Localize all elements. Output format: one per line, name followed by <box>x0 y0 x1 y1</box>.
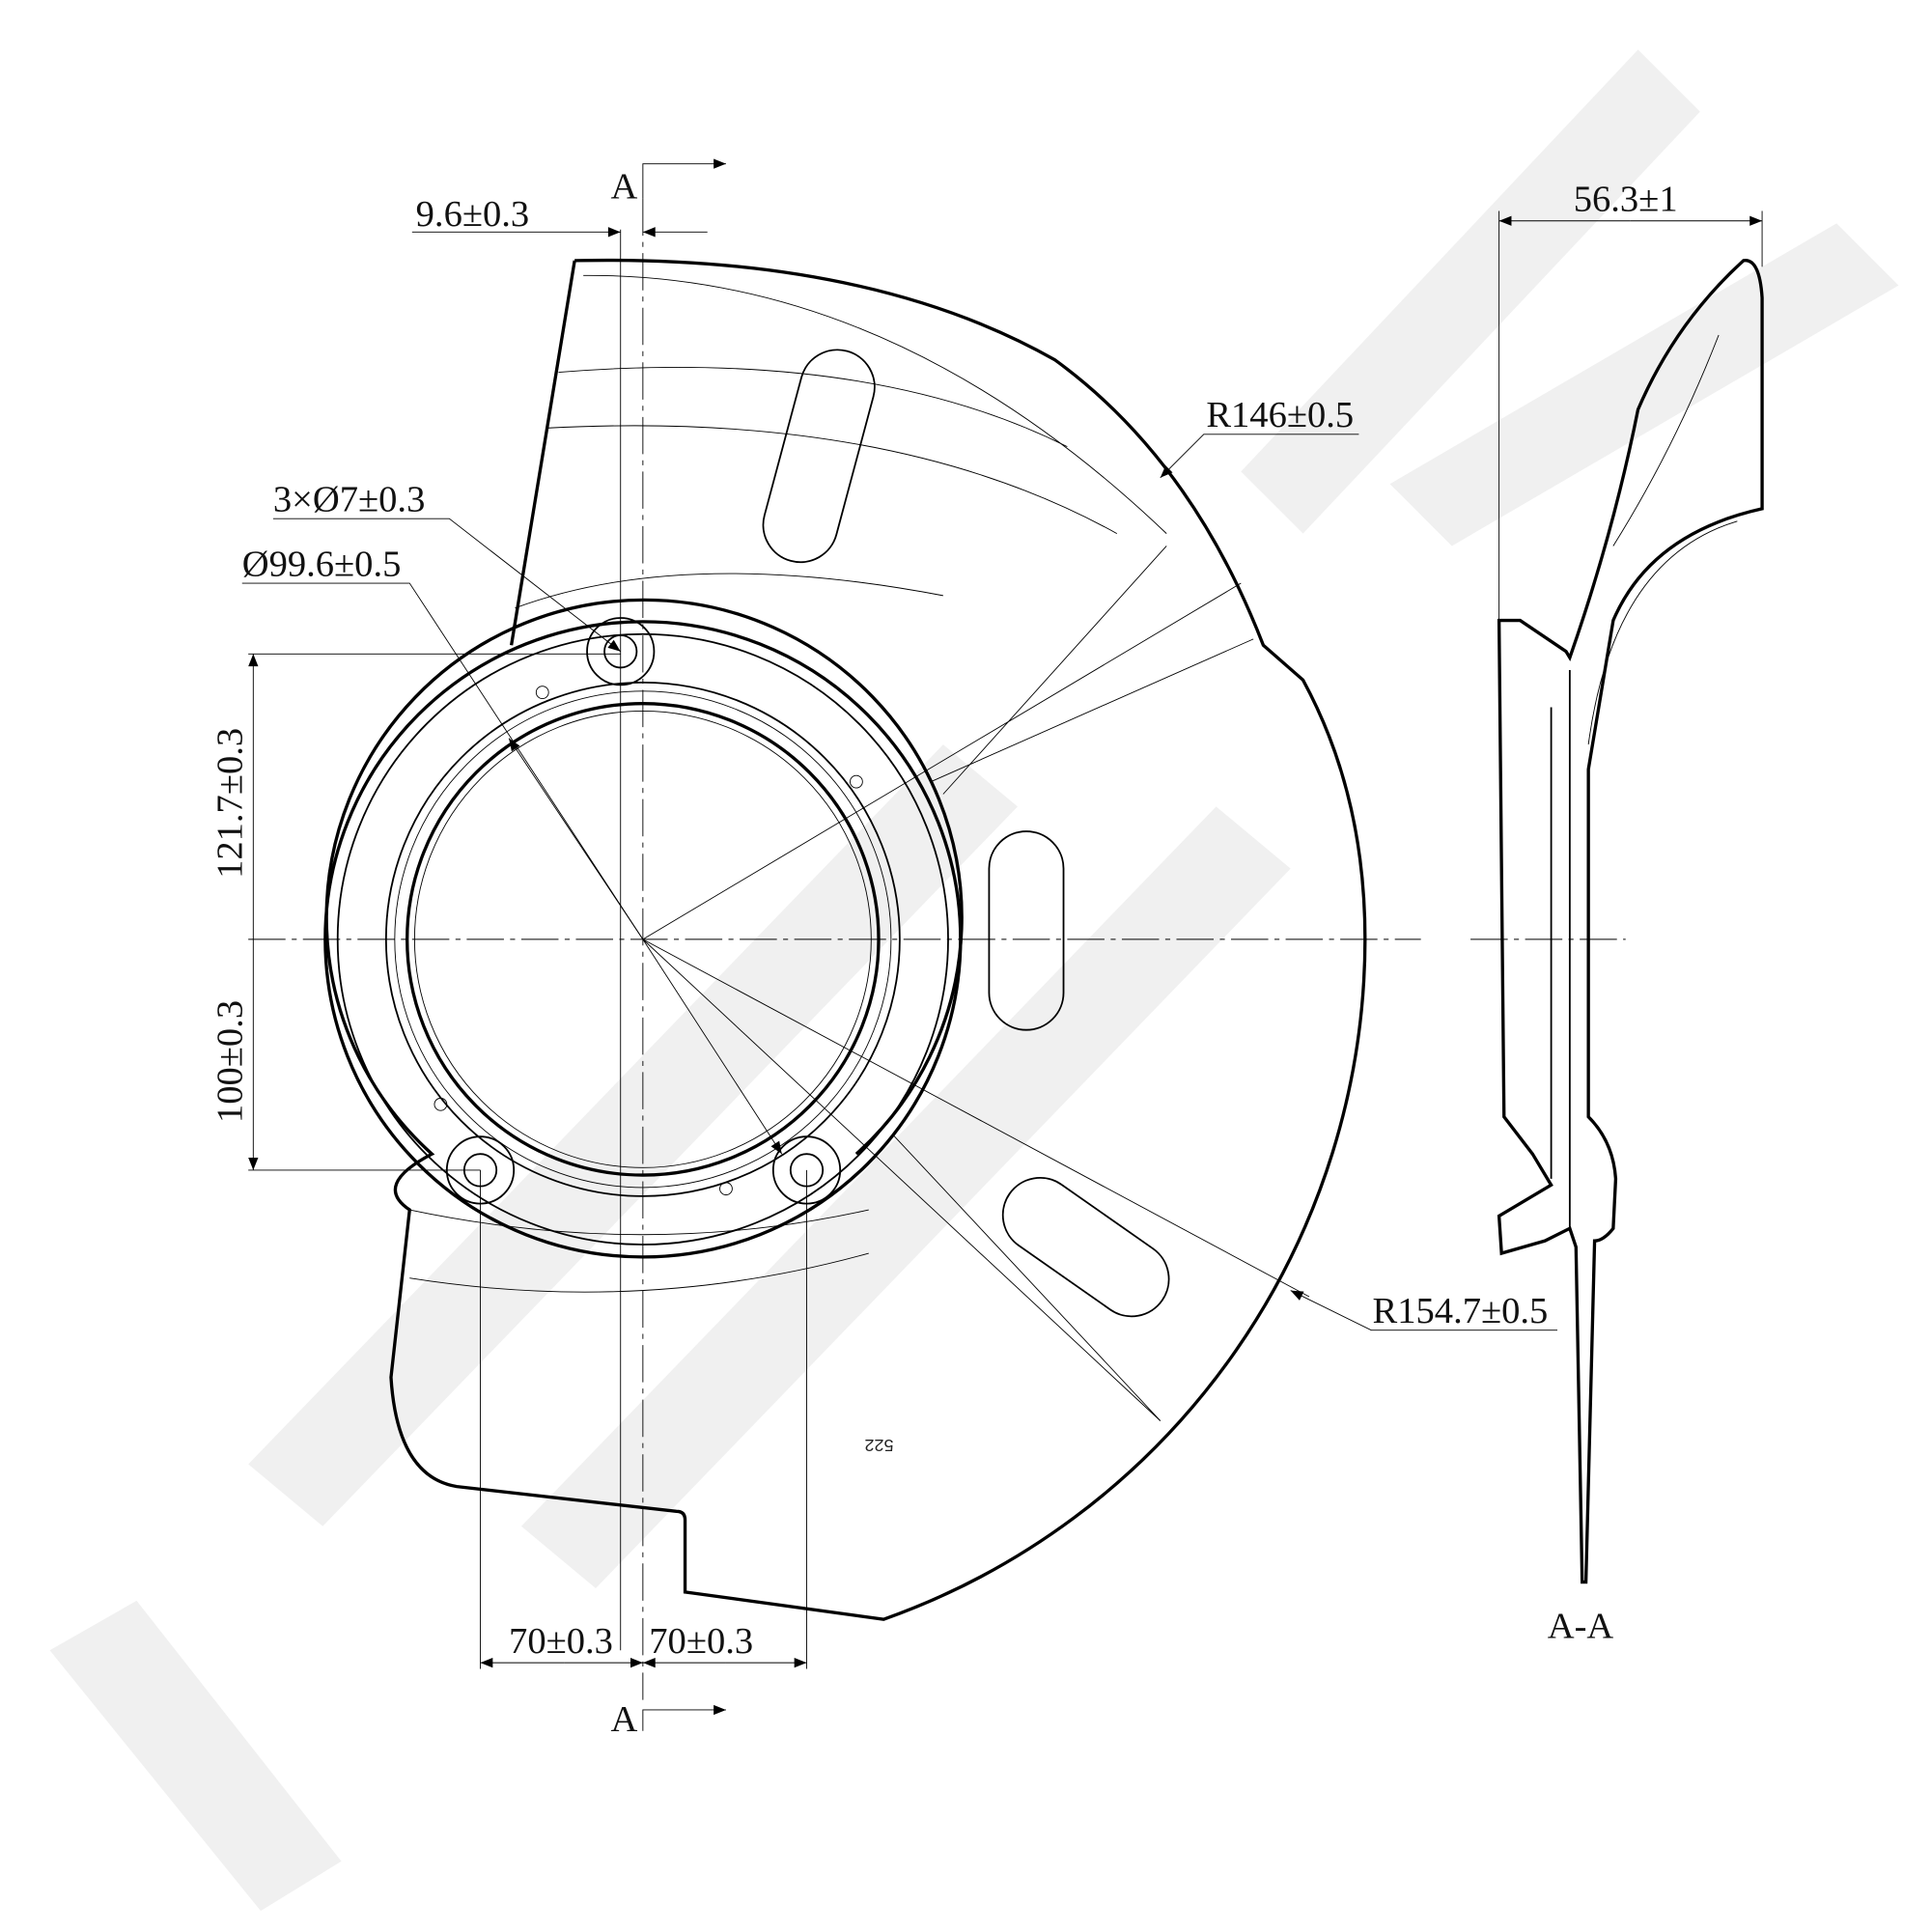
hub-flange <box>323 620 963 1259</box>
section-view-label: A-A <box>1548 1606 1614 1646</box>
centerlines <box>248 198 1626 1700</box>
vent-slots <box>762 349 1170 1318</box>
dimension-lines <box>241 158 1763 1731</box>
part-marking: 522 <box>864 1436 893 1455</box>
dim-radius-inner: R146±0.5 <box>1206 395 1354 435</box>
dim-radius-outer: R154.7±0.5 <box>1373 1291 1549 1331</box>
dim-vertical-lower: 100±0.3 <box>210 1000 251 1123</box>
section-view-a-a <box>1497 259 1764 1584</box>
dim-hole-pattern: 3×Ø7±0.3 <box>273 479 425 519</box>
dim-bore-diameter: Ø99.6±0.5 <box>242 544 402 584</box>
dim-depth: 56.3±1 <box>1574 179 1678 219</box>
dim-horizontal-right: 70±0.3 <box>649 1621 753 1662</box>
shield-front-view <box>324 258 1367 1621</box>
dim-vertical-upper: 121.7±0.3 <box>210 728 251 879</box>
watermark-logo <box>49 49 1899 1912</box>
dim-offset: 9.6±0.3 <box>416 194 530 235</box>
dim-horizontal-left: 70±0.3 <box>509 1621 613 1662</box>
section-marker-top: A <box>610 167 637 208</box>
section-marker-bottom: A <box>610 1699 637 1740</box>
